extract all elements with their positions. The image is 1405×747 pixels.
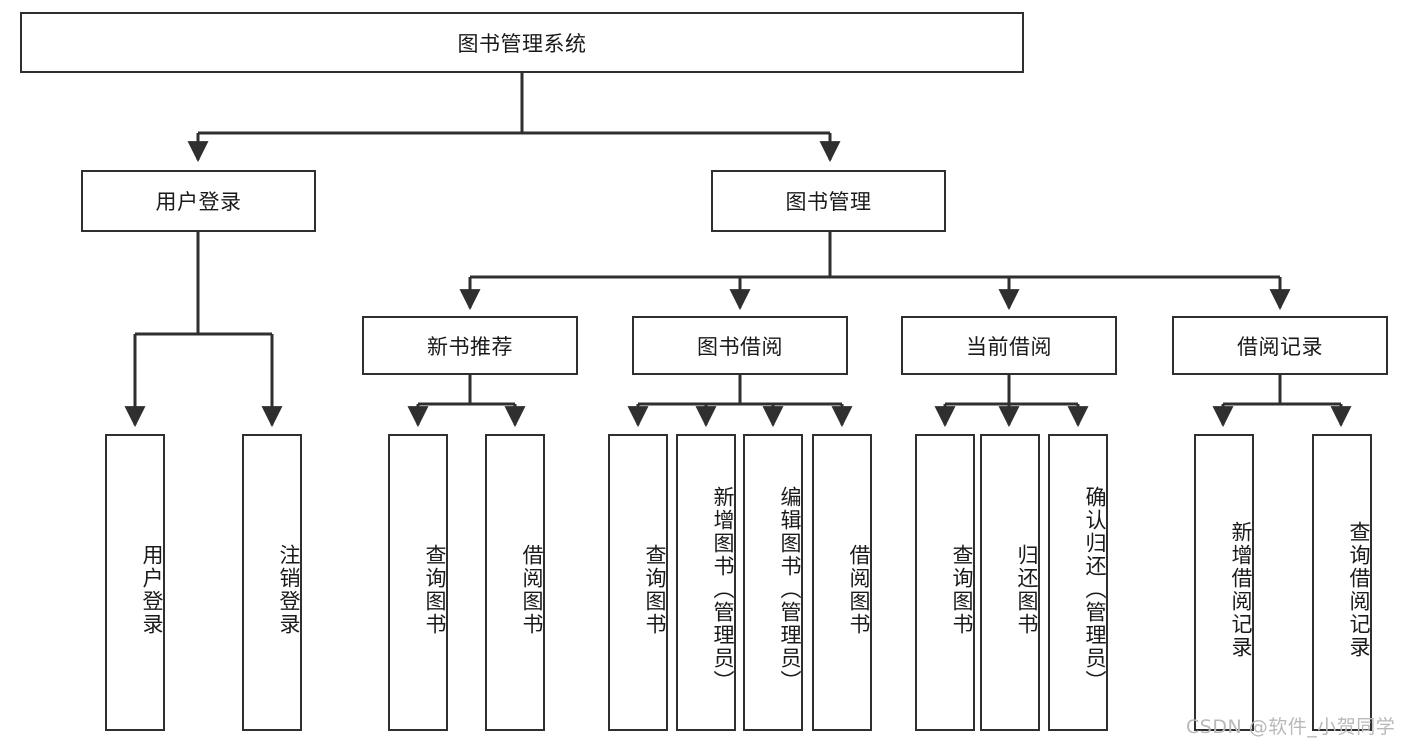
- leaf-current-query-book[interactable]: 查询图书: [915, 434, 975, 731]
- leaf-label: 归还图书: [1015, 543, 1039, 636]
- node-new-book-recommend[interactable]: 新书推荐: [362, 316, 578, 375]
- node-current-borrow-label: 当前借阅: [966, 334, 1052, 359]
- watermark-text: CSDN @软件_小贺同学: [1186, 716, 1396, 738]
- leaf-user-login-login[interactable]: 用户登录: [105, 434, 165, 731]
- leaf-label: 查询图书: [643, 543, 667, 636]
- node-user-login[interactable]: 用户登录: [81, 170, 316, 232]
- leaf-label: 借阅图书: [847, 543, 871, 636]
- node-borrow-record-label: 借阅记录: [1237, 334, 1323, 359]
- node-borrow-record[interactable]: 借阅记录: [1172, 316, 1388, 375]
- leaf-recommend-borrow-book[interactable]: 借阅图书: [485, 434, 545, 731]
- node-book-management-label: 图书管理: [785, 190, 872, 214]
- node-current-borrow[interactable]: 当前借阅: [901, 316, 1117, 375]
- leaf-current-confirm-return-admin[interactable]: 确认归还（管理员）: [1048, 434, 1108, 731]
- node-book-borrow-label: 图书借阅: [697, 334, 783, 359]
- leaf-borrow-borrow-book[interactable]: 借阅图书: [812, 434, 872, 731]
- leaf-label: 查询借阅记录: [1347, 520, 1371, 659]
- node-root[interactable]: 图书管理系统: [20, 12, 1024, 73]
- leaf-label: 新增图书（管理员）: [711, 486, 735, 693]
- leaf-current-return-book[interactable]: 归还图书: [980, 434, 1040, 731]
- leaf-borrow-query-book[interactable]: 查询图书: [608, 434, 668, 731]
- leaf-label: 确认归还（管理员）: [1083, 486, 1107, 693]
- leaf-user-login-logout[interactable]: 注销登录: [242, 434, 302, 731]
- node-new-book-recommend-label: 新书推荐: [427, 334, 513, 359]
- leaf-borrow-add-book-admin[interactable]: 新增图书（管理员）: [676, 434, 736, 731]
- node-user-login-label: 用户登录: [155, 190, 242, 214]
- leaf-label: 编辑图书（管理员）: [778, 486, 802, 693]
- leaf-recommend-query-book[interactable]: 查询图书: [388, 434, 448, 731]
- leaf-label: 借阅图书: [520, 543, 544, 636]
- leaf-label: 用户登录: [140, 543, 164, 636]
- node-book-borrow[interactable]: 图书借阅: [632, 316, 848, 375]
- leaf-label: 注销登录: [277, 543, 301, 636]
- node-root-label: 图书管理系统: [457, 31, 587, 56]
- leaf-label: 查询图书: [950, 543, 974, 636]
- leaf-borrow-edit-book-admin[interactable]: 编辑图书（管理员）: [743, 434, 803, 731]
- leaf-record-query-record[interactable]: 查询借阅记录: [1312, 434, 1372, 731]
- leaf-label: 查询图书: [423, 543, 447, 636]
- leaf-label: 新增借阅记录: [1229, 520, 1253, 659]
- leaf-record-add-record[interactable]: 新增借阅记录: [1194, 434, 1254, 731]
- node-book-management[interactable]: 图书管理: [711, 170, 946, 232]
